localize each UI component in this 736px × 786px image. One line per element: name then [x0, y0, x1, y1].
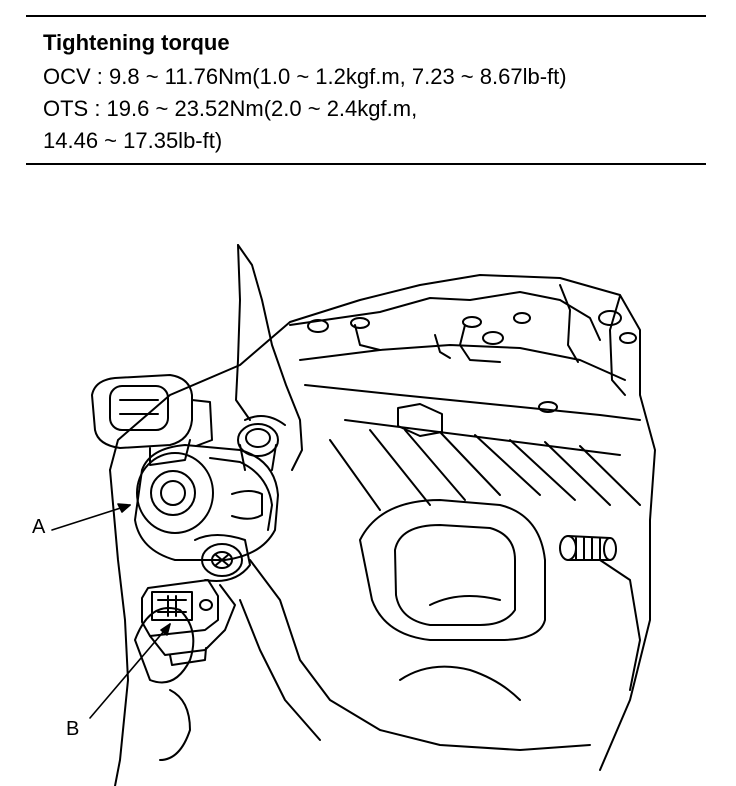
torque-spec-title: Tightening torque [43, 30, 230, 55]
ocv-torque-spec: OCV : 9.8 ~ 11.76Nm(1.0 ~ 1.2kgf.m, 7.23… [43, 64, 567, 89]
leader-lines [51, 503, 171, 719]
cooling-fins [329, 419, 641, 511]
ocv-connector [91, 374, 213, 466]
ocv-solenoid-body [134, 444, 279, 561]
callout-b-label: B [66, 718, 80, 740]
cylinder-head-body [109, 274, 656, 786]
ots-sensor [141, 579, 236, 666]
callout-a-label: A [32, 516, 46, 538]
ocv-lower-bolt [194, 534, 251, 582]
stud-bolt [559, 535, 617, 561]
lower-body-details [134, 559, 641, 761]
ocv-bolt [237, 423, 279, 471]
port-opening [359, 499, 546, 641]
bracket-arm [235, 244, 303, 471]
ots-torque-spec-continued: 14.46 ~ 17.35lb-ft) [43, 128, 223, 153]
top-ports [307, 310, 637, 413]
ots-torque-spec: OTS : 19.6 ~ 23.52Nm(2.0 ~ 2.4kgf.m, [43, 96, 418, 121]
torque-spec-box: Tightening torque OCV : 9.8 ~ 11.76Nm(1.… [26, 15, 706, 165]
